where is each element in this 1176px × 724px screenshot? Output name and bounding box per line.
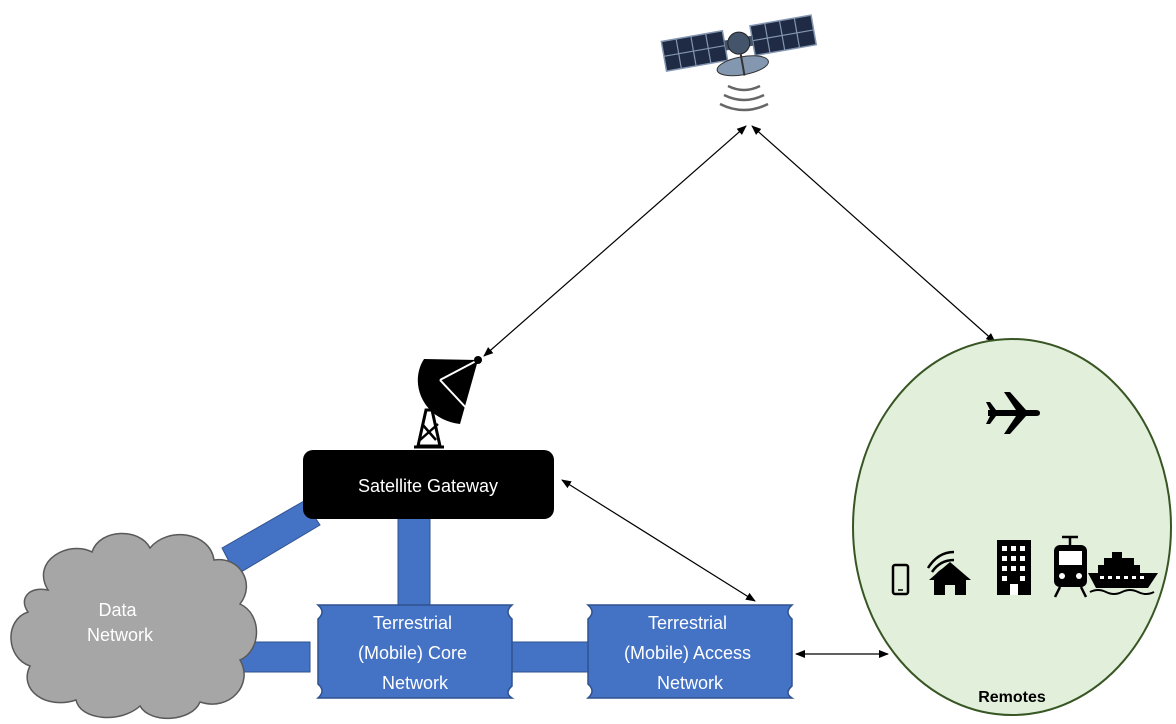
link-core-access — [511, 641, 589, 673]
ship-icon — [1088, 552, 1158, 595]
access-network-label-line1: Terrestrial — [648, 613, 727, 633]
link-gateway-access — [561, 479, 756, 602]
access-network-label-line3: Network — [657, 673, 724, 693]
svg-text:Terrestrial (Mobile) Acces: Terrestrial (Mobile) Access Network — [624, 613, 756, 693]
access-network-box — [586, 604, 795, 699]
link-satellite-dish — [483, 125, 747, 357]
satellite-gateway-label: Satellite Gateway — [358, 476, 498, 496]
link-satellite-remotes — [751, 125, 996, 343]
office-building-icon — [997, 540, 1031, 595]
data-network-label-line2: Network — [87, 625, 154, 645]
remotes-area — [852, 338, 1172, 716]
core-network-label-line2: (Mobile) Core — [358, 643, 467, 663]
radio-links — [483, 125, 996, 658]
svg-text:Data Network: Data Network — [87, 600, 154, 645]
data-network-label-line1: Data — [98, 600, 137, 620]
remotes-label: Remotes — [978, 689, 1046, 706]
svg-text:Terrestrial (Mobile) Core: Terrestrial (Mobile) Core Network — [358, 613, 472, 693]
satellite-dish-icon — [414, 356, 482, 449]
link-gateway-core — [397, 514, 431, 608]
access-network-label-line2: (Mobile) Access — [624, 643, 751, 663]
core-network-box — [316, 604, 515, 699]
core-network-label-line1: Terrestrial — [373, 613, 452, 633]
backhaul-links — [221, 500, 589, 673]
train-icon — [1053, 535, 1088, 598]
wifi-home-icon — [926, 550, 971, 595]
airplane-icon — [986, 392, 1040, 434]
satellite-gateway-box — [303, 450, 554, 519]
satellite-icon — [660, 14, 818, 112]
mobile-phone-icon — [891, 563, 910, 596]
data-network-cloud — [10, 532, 258, 719]
core-network-label-line3: Network — [382, 673, 449, 693]
